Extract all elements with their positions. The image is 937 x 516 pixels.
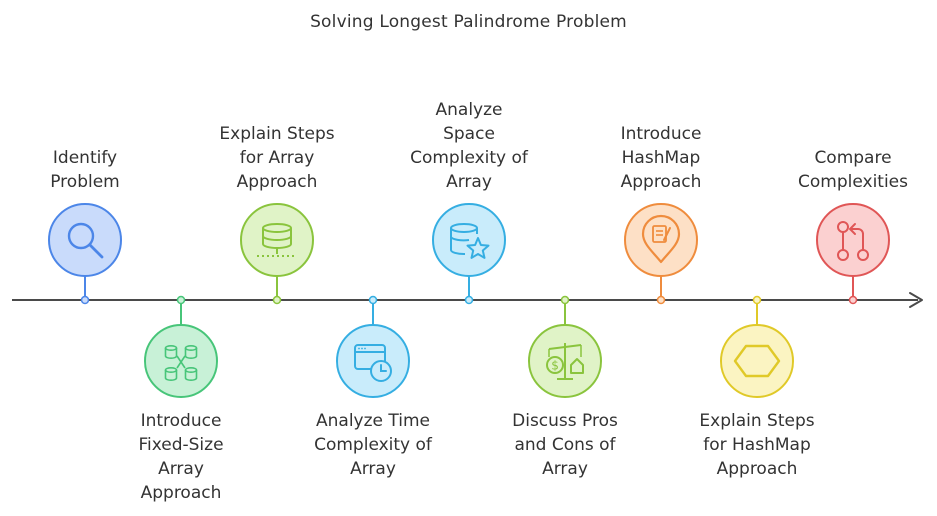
distributed-database-icon [164, 345, 198, 381]
browser-clock-icon [354, 344, 392, 382]
milestone-dot [272, 295, 282, 305]
timeline-arrowhead [909, 292, 923, 308]
step-label-line: Explain Steps [219, 124, 335, 144]
step-label-line: Problem [50, 172, 120, 192]
timeline-step-4 [336, 295, 410, 398]
milestone-dot [368, 295, 378, 305]
step-label-line: Identify [52, 148, 118, 168]
milestone-dot [752, 295, 762, 305]
step-label-line: Complexity of [314, 435, 432, 455]
step-label-line: Array [350, 459, 396, 479]
database-star-icon [449, 223, 490, 259]
step-label-line: Discuss Pros [512, 411, 618, 431]
step-label-line: Introduce [620, 124, 702, 144]
milestone-dot [848, 295, 858, 305]
timeline-step-2 [144, 295, 218, 398]
step-label-line: Approach [620, 172, 702, 192]
timeline-step-8 [720, 295, 794, 398]
step-label-6: Discuss Pros and Cons of Array [490, 409, 640, 481]
hexagon-icon [733, 344, 781, 378]
timeline-step-1 [48, 203, 122, 305]
step-circle [336, 324, 410, 398]
step-circle [720, 324, 794, 398]
balance-scale-icon: $ [546, 343, 584, 380]
diagram-title: Solving Longest Palindrome Problem [310, 12, 627, 32]
step-label-line: Approach [140, 483, 222, 503]
timeline-step-6: $ [528, 295, 602, 398]
step-label-line: Compare [814, 148, 892, 168]
step-label-line: Array [446, 172, 492, 192]
magnifier-icon [67, 222, 104, 259]
step-label-line: for HashMap [703, 435, 811, 455]
compare-arrows-icon [837, 221, 869, 261]
milestone-dot [80, 295, 90, 305]
milestone-dot [176, 295, 186, 305]
milestone-dot [656, 295, 666, 305]
milestone-dot [560, 295, 570, 305]
step-label-line: and Cons of [514, 435, 616, 455]
step-label-line: Array [158, 459, 204, 479]
step-label-line: Approach [716, 459, 798, 479]
step-circle [816, 203, 890, 277]
database-server-icon [257, 223, 297, 257]
timeline-step-3 [240, 203, 314, 305]
timeline-step-7 [624, 203, 698, 305]
map-pin-document-icon [641, 214, 681, 264]
timeline-step-5 [432, 203, 506, 305]
step-label-line: Approach [236, 172, 318, 192]
step-label-line: Analyze [435, 100, 503, 120]
milestone-dot [464, 295, 474, 305]
step-circle [624, 203, 698, 277]
step-label-line: HashMap [621, 148, 701, 168]
step-label-line: Array [542, 459, 588, 479]
step-label-line: for Array [239, 148, 315, 168]
step-label-line: Introduce [140, 411, 222, 431]
step-label-line: Space [443, 124, 495, 144]
step-label-line: Fixed-Size [138, 435, 224, 455]
step-label-line: Explain Steps [699, 411, 815, 431]
step-label-line: Analyze Time [316, 411, 430, 431]
svg-text:$: $ [551, 359, 559, 373]
timeline-step-9 [816, 203, 890, 305]
step-label-line: Complexities [798, 172, 908, 192]
step-label-line: Complexity of [410, 148, 528, 168]
step-circle [48, 203, 122, 277]
